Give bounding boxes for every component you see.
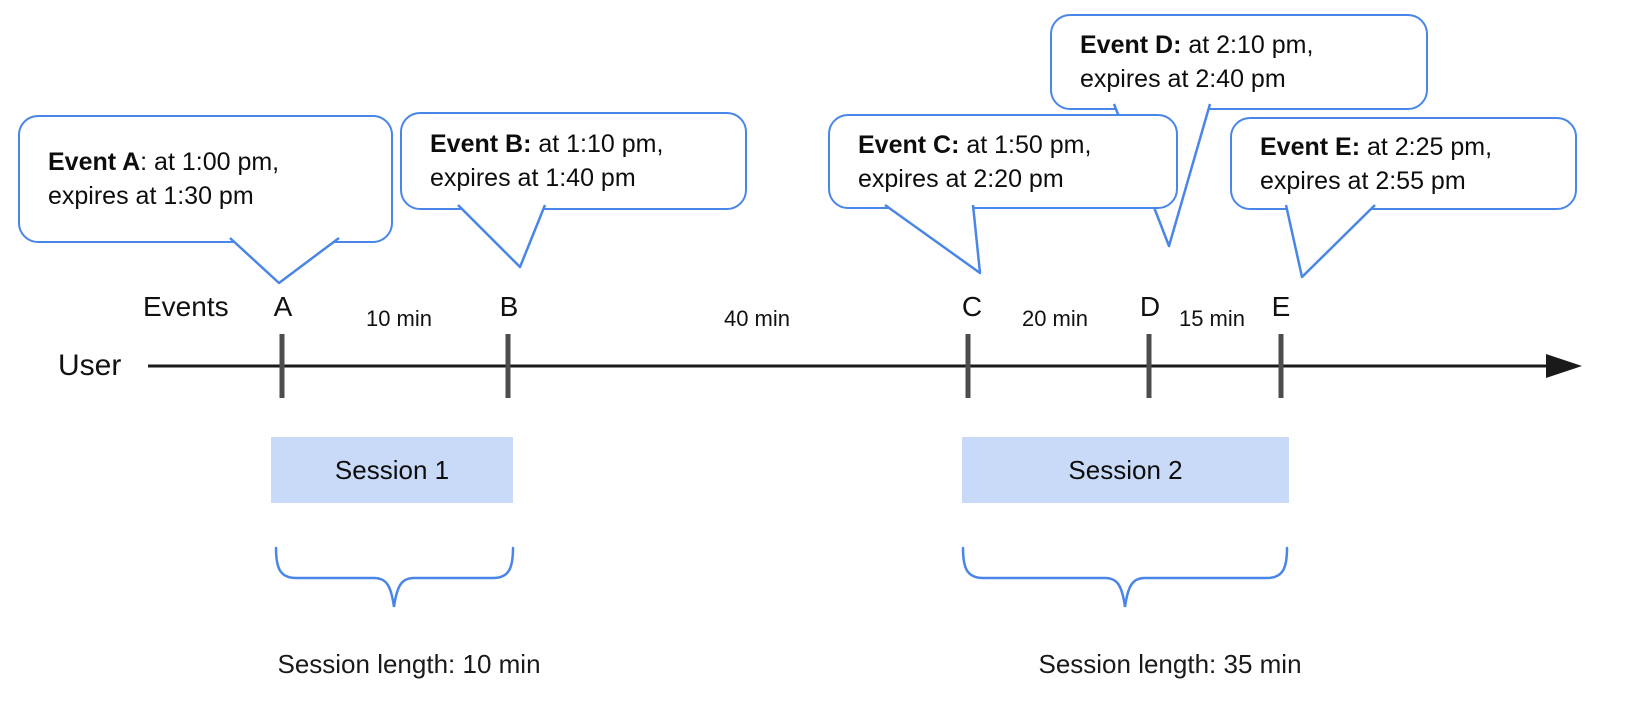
bubble-e-title: Event E: [1260, 132, 1361, 161]
session-1-length-label: Session length: 10 min [277, 649, 541, 679]
speech-tail-a [229, 237, 340, 285]
event-bubble-d: Event D: at 2:10 pm, expires at 2:40 pm [1050, 14, 1428, 110]
session-1-box: Session 1 [271, 437, 513, 503]
bubble-e-line2: expires at 2:55 pm [1260, 166, 1466, 195]
tick-c [965, 334, 971, 398]
bubble-a-line1: Event A: at 1:00 pm, [48, 145, 381, 179]
events-axis-label: Events [143, 291, 229, 322]
gap-label-40min: 40 min [723, 306, 791, 331]
bubble-b-line2: expires at 1:40 pm [430, 164, 636, 192]
tick-d [1146, 334, 1152, 398]
bubble-b-title: Event B: [430, 130, 532, 158]
event-bubble-b: Event B: at 1:10 pm, expires at 1:40 pm [400, 112, 747, 210]
event-label-e: E [1271, 291, 1291, 322]
bubble-d-title: Event D: [1080, 31, 1182, 59]
tick-e [1278, 334, 1284, 398]
bubble-d-line2: expires at 2:40 pm [1080, 65, 1286, 93]
bubble-e-time: at 2:25 pm, [1360, 132, 1493, 161]
bubble-a-time: : at 1:00 pm, [140, 148, 280, 176]
gap-label-15min: 15 min [1178, 306, 1246, 331]
bubble-e-line1: Event E: at 2:25 pm, [1260, 130, 1565, 164]
event-bubble-e: Event E: at 2:25 pm, expires at 2:55 pm [1230, 117, 1577, 210]
session-2-label: Session 2 [1068, 454, 1183, 485]
bubble-a-line2: expires at 1:30 pm [48, 182, 254, 210]
session-2-box: Session 2 [962, 437, 1289, 503]
bubble-b-time: at 1:10 pm, [531, 130, 664, 158]
event-label-c: C [961, 291, 983, 322]
event-bubble-a: Event A: at 1:00 pm, expires at 1:30 pm [18, 115, 393, 243]
bubble-d-line1: Event D: at 2:10 pm, [1080, 28, 1416, 62]
bubble-c-line1: Event C: at 1:50 pm, [858, 128, 1166, 162]
gap-label-20min: 20 min [1021, 306, 1089, 331]
speech-tail-b [457, 204, 547, 269]
bubble-b-line1: Event B: at 1:10 pm, [430, 127, 735, 161]
session-1-label: Session 1 [334, 454, 450, 485]
session-2-brace [961, 546, 1289, 608]
gap-label-10min: 10 min [365, 306, 433, 331]
tick-b [505, 334, 511, 398]
tick-a [279, 334, 285, 398]
bubble-c-title: Event C: [858, 130, 960, 159]
bubble-d-time: at 2:10 pm, [1181, 31, 1314, 59]
bubble-a-title: Event A [48, 148, 141, 176]
speech-tail-c [884, 203, 982, 275]
bubble-c-line2: expires at 2:20 pm [858, 164, 1064, 193]
event-label-d: D [1139, 291, 1161, 322]
event-bubble-c: Event C: at 1:50 pm, expires at 2:20 pm [828, 114, 1178, 209]
bubble-c-time: at 1:50 pm, [959, 130, 1092, 159]
session-2-length-label: Session length: 35 min [1038, 649, 1302, 679]
event-label-b: B [499, 291, 519, 322]
speech-tail-e [1284, 204, 1376, 279]
user-axis-label: User [58, 349, 122, 382]
event-label-a: A [273, 291, 293, 322]
timeline-arrowhead-icon [1546, 354, 1582, 378]
session-1-brace [274, 546, 515, 608]
